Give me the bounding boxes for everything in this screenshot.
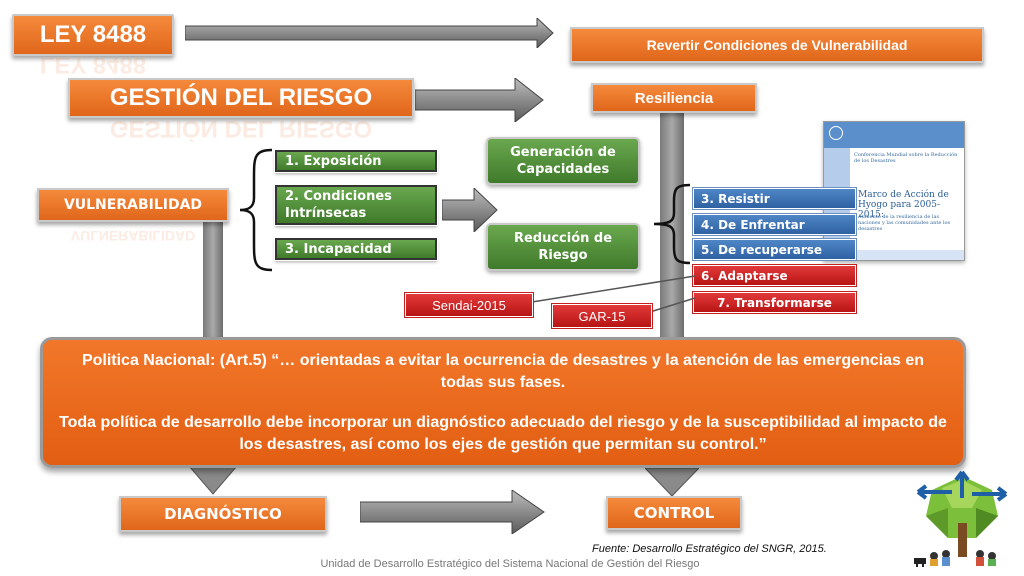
revertir-box: Revertir Condiciones de Vulnerabilidad (570, 27, 984, 63)
red-transformarse: 7. Transformarse (692, 291, 857, 314)
resilience-enfrentar: 4. De Enfrentar (692, 213, 857, 236)
policy-box: Politica Nacional: (Art.5) “… orientadas… (40, 337, 966, 468)
diagnostico-box: DIAGNÓSTICO (119, 496, 327, 532)
fuente-text: Fuente: Desarrollo Estratégico del SNGR,… (592, 543, 827, 555)
hyogo-subtitle: Conferencia Mundial sobre la Reducción d… (854, 152, 958, 164)
resiliencia-label: Resiliencia (634, 89, 714, 107)
hyogo-title: Marco de Acción de Hyogo para 2005-2015: (858, 190, 949, 220)
hyogo-bottom-band (850, 250, 964, 260)
gar-box: GAR-15 (551, 303, 653, 329)
brace-resilience (653, 183, 691, 265)
reduccion-box: Reducción de Riesgo (486, 223, 640, 271)
hyogo-document: Conferencia Mundial sobre la Reducción d… (823, 121, 965, 261)
brace-factors (239, 148, 273, 272)
policy-line1: Politica Nacional: (Art.5) “… orientadas… (81, 352, 925, 391)
arrow-ley-to-revertir (185, 18, 554, 48)
control-box: CONTROL (606, 496, 742, 530)
policy-line2: Toda política de desarrollo debe incorpo… (59, 414, 947, 453)
ley-reflection: LEY 8488 (39, 58, 147, 78)
factor-exposicion: 1. Exposición (274, 149, 438, 173)
factor-condiciones: 2. Condiciones Intrínsecas (274, 184, 438, 226)
hyogo-desc: Aumento de la resiliencia de las nacione… (858, 214, 951, 232)
resilience-resistir: 3. Resistir (692, 187, 857, 210)
red-adaptarse: 6. Adaptarse (692, 264, 857, 287)
vulnerabilidad-reflection: VULNERABILIDAD (70, 228, 196, 244)
sendai-box: Sendai-2015 (404, 292, 534, 318)
arrow-factors-to-reduccion (442, 188, 498, 232)
tree-logo-icon (914, 470, 1008, 567)
arrow-diagnostico-to-control (360, 490, 545, 534)
arrow-gestion-to-resiliencia (415, 78, 544, 122)
down-arrow-left (189, 466, 237, 495)
connector-lines (531, 275, 696, 313)
resilience-recuperarse: 5. De recuperarse (692, 238, 857, 261)
footer-text: Unidad de Desarrollo Estratégico del Sis… (320, 558, 700, 570)
vulnerabilidad-label: VULNERABILIDAD (63, 197, 203, 213)
generacion-box: Generación de Capacidades (486, 137, 640, 185)
factor-incapacidad: 3. Incapacidad (274, 237, 438, 261)
resiliencia-box: Resiliencia (591, 83, 757, 113)
ley-title: LEY 8488 (39, 21, 147, 48)
down-arrow-right (645, 468, 699, 497)
un-logo-icon (829, 126, 843, 140)
gestion-reflection: GESTIÓN DEL RIESGO (109, 120, 373, 142)
hyogo-header-band (824, 122, 964, 148)
vulnerabilidad-box: VULNERABILIDAD (37, 188, 229, 222)
ley-title-box: LEY 8488 (12, 14, 174, 56)
gestion-title-box: GESTIÓN DEL RIESGO (68, 78, 414, 118)
revertir-label: Revertir Condiciones de Vulnerabilidad (646, 37, 908, 53)
gestion-title: GESTIÓN DEL RIESGO (109, 84, 373, 111)
